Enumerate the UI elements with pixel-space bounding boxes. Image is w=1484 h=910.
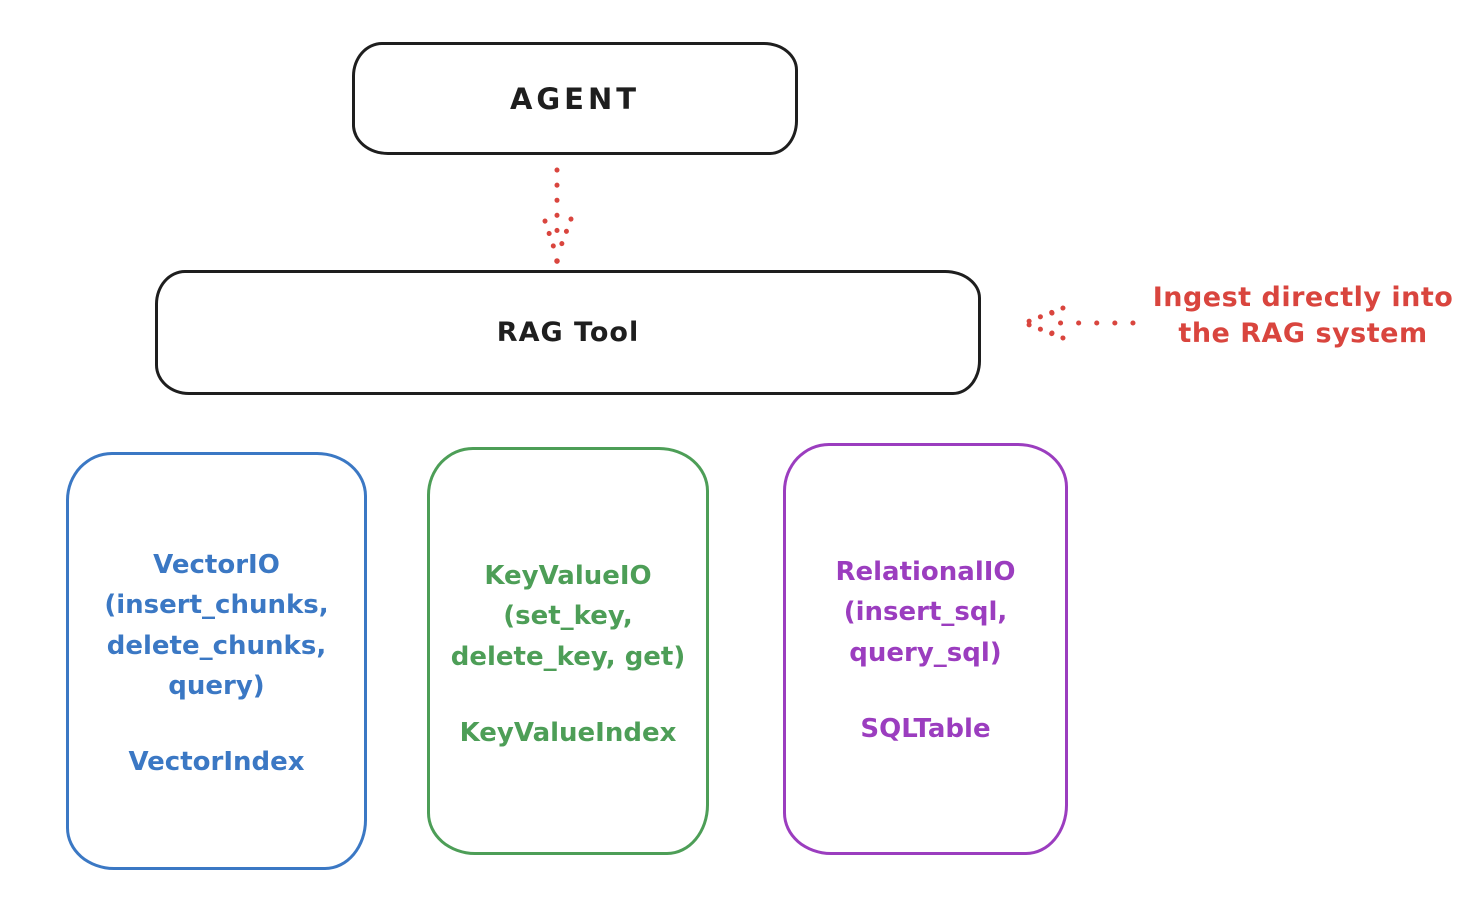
storage-box-line: delete_chunks, (106, 630, 327, 661)
storage-box-line: delete_key, get) (450, 641, 686, 672)
storage-box-line: RelationalIO (835, 557, 1016, 587)
storage-box-line: KeyValueIO (484, 561, 652, 591)
agent-to-rag-arrow-icon (542, 167, 574, 264)
ingest-annotation-line1: Ingest directly into (1152, 282, 1454, 313)
rag-tool-label: RAG Tool (496, 317, 640, 348)
ingest-annotation-line2: the RAG system (1178, 317, 1428, 349)
index-class-label: KeyValueIndex (459, 717, 677, 748)
agent-label: AGENT (509, 81, 641, 116)
index-class-label: VectorIndex (128, 747, 305, 778)
storage-box-line: VectorIO (153, 550, 280, 580)
storage-box-line: query) (168, 670, 265, 701)
storage-box-line: (insert_chunks, (104, 590, 329, 621)
index-class-label: SQLTable (860, 713, 991, 744)
annotation-to-rag-arrow-icon (1024, 305, 1136, 341)
agent-box: AGENT (352, 42, 798, 155)
storage-box-line: (set_key, (503, 601, 633, 632)
vector-io-box: VectorIO (insert_chunks, delete_chunks, … (66, 452, 367, 870)
keyvalue-io-box: KeyValueIO (set_key, delete_key, get) Ke… (427, 447, 709, 855)
rag-tool-box: RAG Tool (155, 270, 981, 395)
storage-box-line: (insert_sql, (843, 597, 1008, 628)
ingest-annotation: Ingest directly into the RAG system (1138, 280, 1468, 351)
relational-io-box: RelationalIO (insert_sql, query_sql) SQL… (783, 443, 1068, 855)
storage-box-line: query_sql) (849, 637, 1002, 668)
